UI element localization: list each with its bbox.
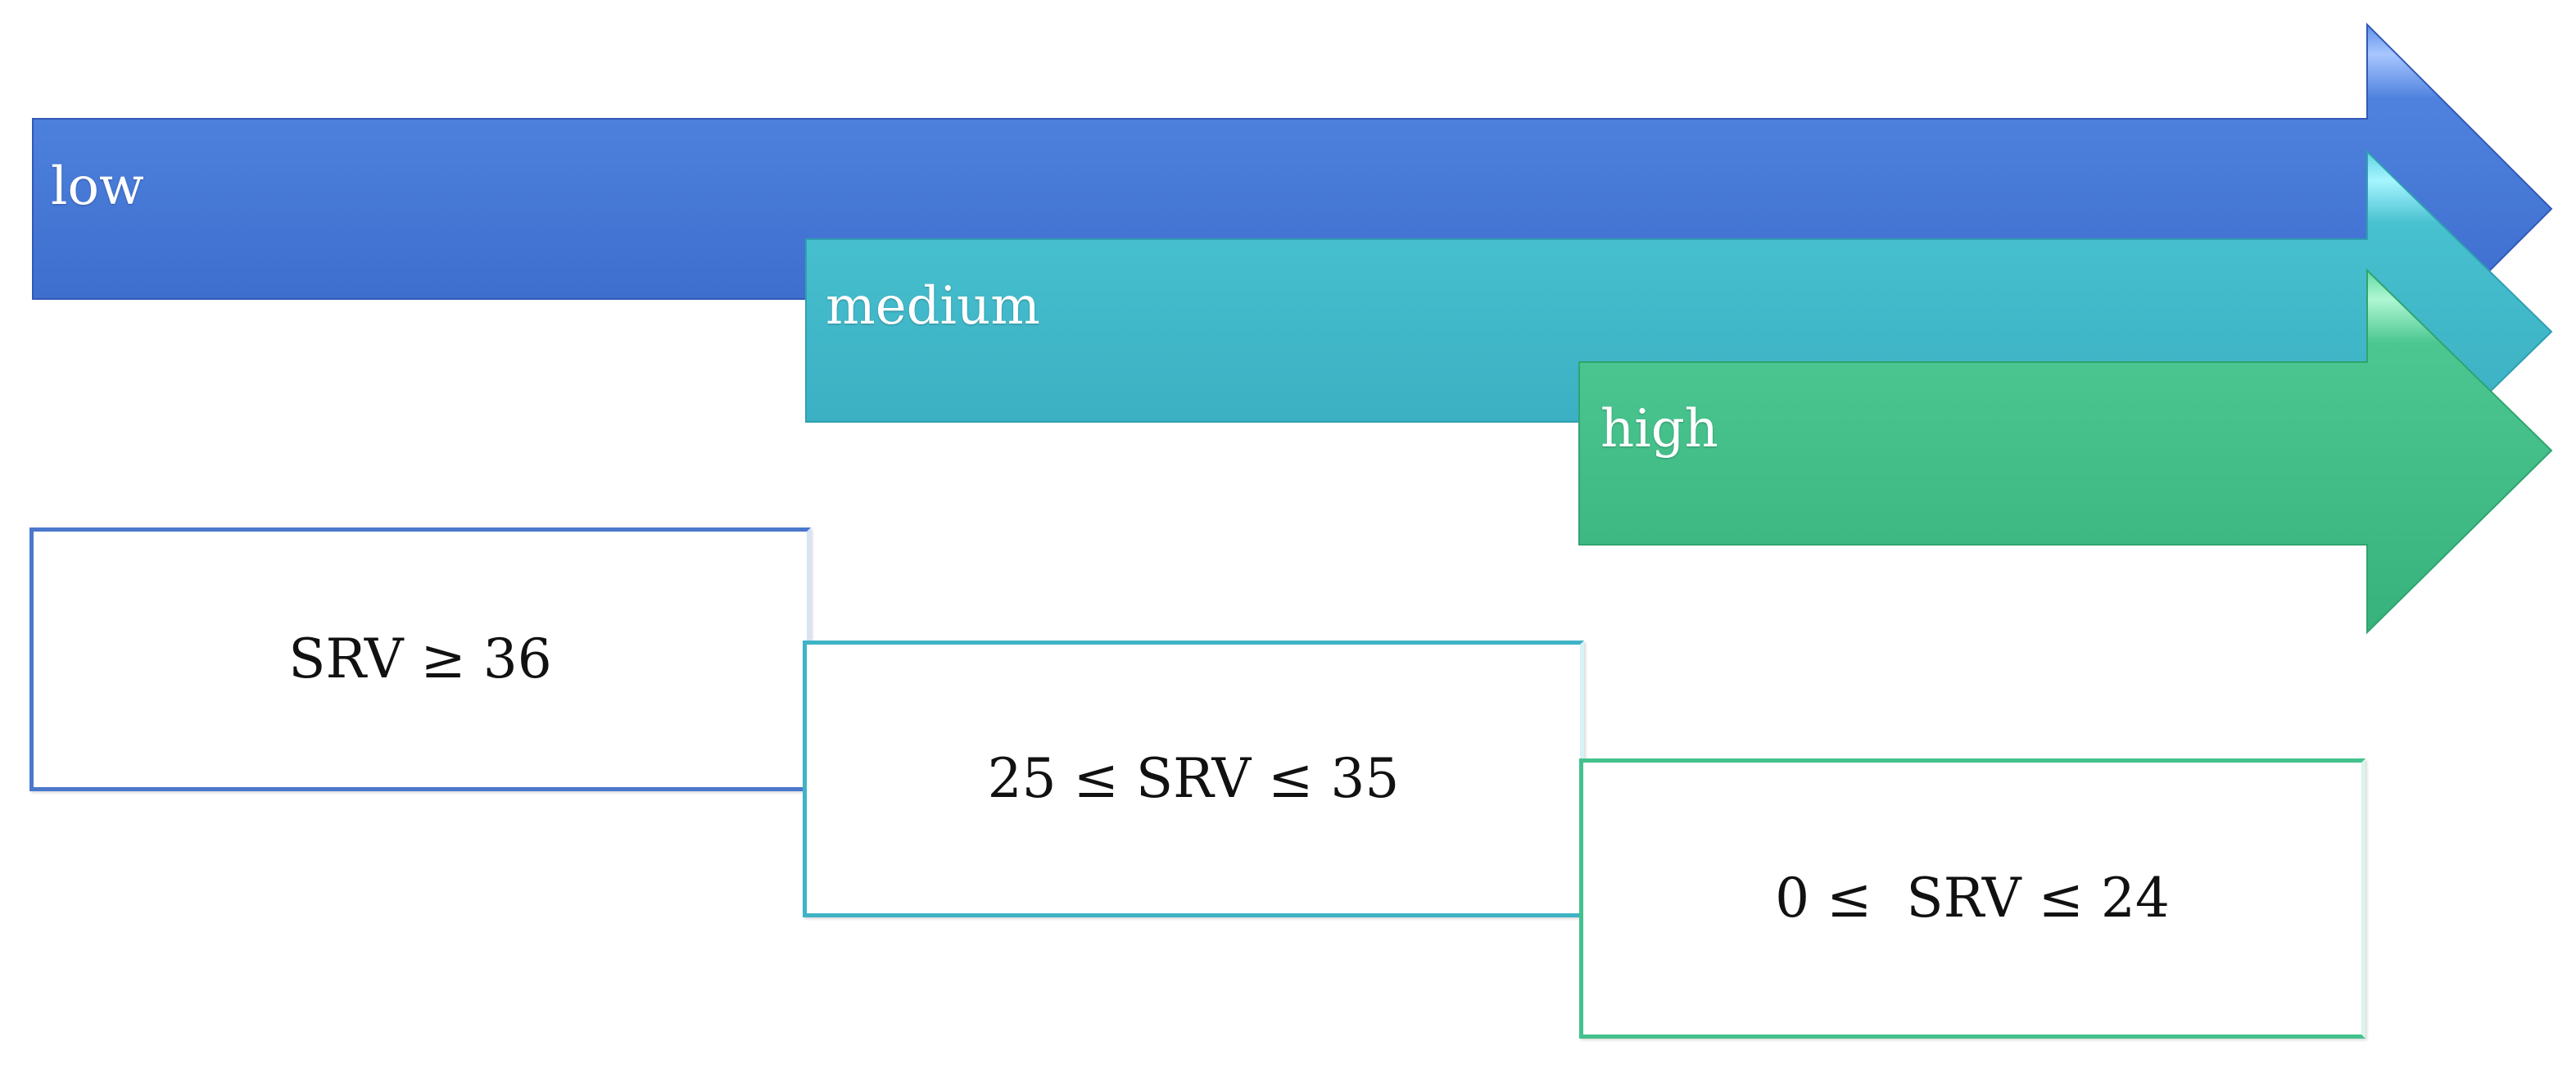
medium-range-box: 25 ≤ SRV ≤ 35 [803,641,1584,917]
high-range-text: 0 ≤ SRV ≤ 24 [1775,867,2170,930]
high-arrow-label: high [1600,399,1718,460]
medium-range-text: 25 ≤ SRV ≤ 35 [987,747,1400,810]
high-arrow [1578,268,2553,635]
low-range-box: SRV ≥ 36 [29,527,811,791]
low-range-text: SRV ≥ 36 [288,627,552,690]
high-range-box: 0 ≤ SRV ≤ 24 [1579,758,2365,1039]
low-arrow-label: low [51,156,144,217]
medium-arrow-label: medium [826,276,1040,337]
